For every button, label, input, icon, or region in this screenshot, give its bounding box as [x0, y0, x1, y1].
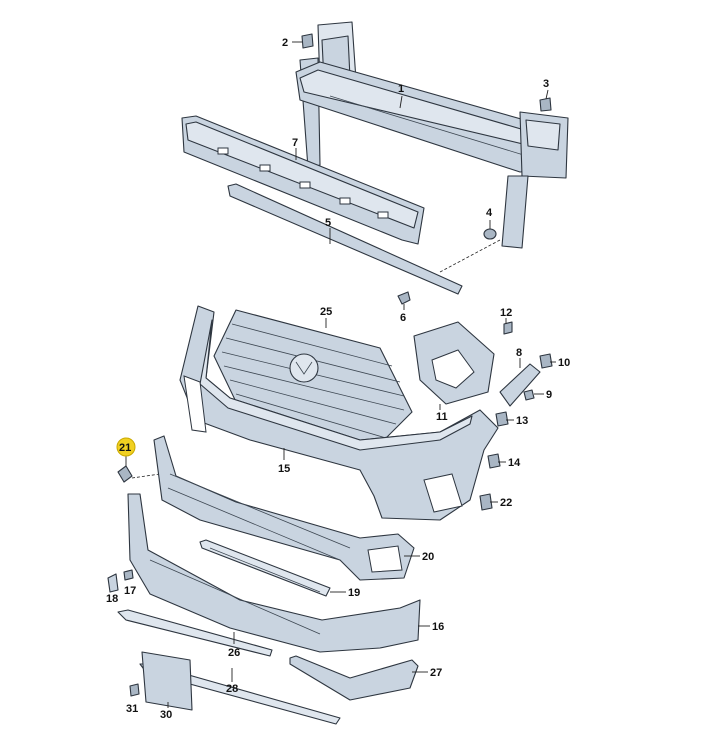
part-12-screw — [503, 321, 513, 335]
part-31-screw — [129, 683, 140, 697]
label-15: 15 — [278, 463, 290, 475]
label-9: 9 — [546, 389, 552, 401]
label-11: 11 — [436, 411, 448, 423]
highlight-marker — [116, 437, 136, 457]
label-16: 16 — [432, 621, 444, 633]
label-21: 21 — [119, 442, 131, 454]
label-6: 6 — [400, 312, 406, 324]
label-30: 30 — [160, 709, 172, 721]
label-4: 4 — [486, 207, 493, 219]
label-3: 3 — [543, 78, 549, 90]
part-11-grille-insert-frame — [413, 321, 495, 410]
label-22: 22 — [500, 497, 512, 509]
part-26-moulding — [117, 609, 273, 657]
label-7: 7 — [292, 137, 298, 149]
part-14-clip — [487, 453, 501, 469]
label-12: 12 — [500, 307, 512, 319]
label-5: 5 — [325, 217, 331, 229]
part-3-bolt — [539, 89, 552, 112]
part-18-bracket — [107, 573, 119, 593]
label-19: 19 — [348, 587, 360, 599]
part-30-licence-plate-holder — [141, 651, 193, 711]
part-22-clip — [479, 493, 493, 511]
label-14: 14 — [508, 457, 521, 469]
part-21-clip — [117, 456, 133, 483]
part-15-bumper-cover — [179, 305, 499, 521]
label-10: 10 — [558, 357, 570, 369]
part-1-bumper-crossmember — [295, 21, 569, 249]
part-16-spoiler — [127, 493, 421, 653]
part-20-lower-grille — [153, 435, 415, 581]
label-25: 25 — [320, 306, 332, 318]
part-6-clip — [397, 291, 411, 310]
label-1: 1 — [398, 83, 404, 95]
label-20: 20 — [422, 551, 434, 563]
label-2: 2 — [282, 37, 288, 49]
part-17-screw — [123, 569, 134, 581]
label-18: 18 — [106, 593, 118, 605]
label-31: 31 — [126, 703, 138, 715]
part-9-clip — [523, 389, 535, 401]
label-17: 17 — [124, 585, 136, 597]
part-19-trim-strip — [199, 539, 331, 597]
label-8: 8 — [516, 347, 522, 359]
part-4-nut — [483, 220, 497, 240]
label-26: 26 — [228, 647, 240, 659]
part-13-clip — [495, 411, 509, 427]
label-13: 13 — [516, 415, 528, 427]
part-7-impact-absorber — [181, 115, 425, 245]
label-28: 28 — [226, 683, 238, 695]
part-5-guide-strip — [227, 183, 463, 295]
part-10-clip — [539, 353, 553, 369]
label-27: 27 — [430, 667, 442, 679]
part-8-bracket — [499, 358, 541, 407]
part-2-bolt — [292, 33, 314, 49]
part-27-lower-trim — [289, 655, 419, 701]
callouts: 1 2 3 4 5 6 7 8 9 10 11 12 13 14 15 16 1… — [106, 37, 570, 721]
